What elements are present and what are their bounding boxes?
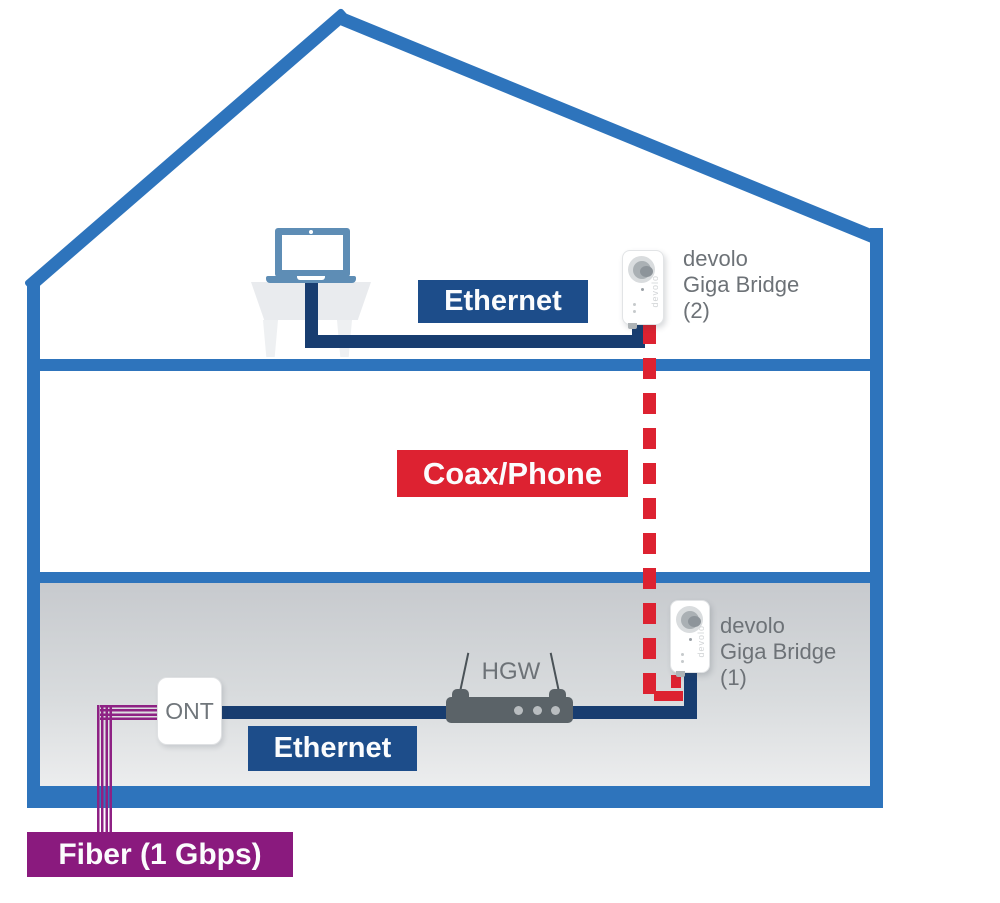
ethernet-label-upper-text: Ethernet: [444, 285, 562, 317]
giga-bridge-1-device: devolo: [670, 600, 710, 677]
ont-box: ONT: [157, 677, 222, 745]
hgw-indicator-dot: [533, 706, 542, 715]
ethernet-cable-upper-drop: [305, 281, 318, 341]
house-roof-right: [338, 12, 881, 245]
laptop-camera-dot: [309, 230, 313, 234]
hgw-indicator-dot: [551, 706, 560, 715]
coax-phone-line: [643, 323, 656, 701]
annotation-line: Giga Bridge: [720, 639, 837, 664]
coax-phone-label: Coax/Phone: [397, 450, 628, 497]
adapter-pin-dot: [689, 638, 692, 641]
giga-bridge-2-annotation: devolo Giga Bridge (2): [683, 246, 799, 324]
fiber-cable-horizontal: [100, 705, 158, 720]
annotation-line: Giga Bridge: [683, 272, 800, 297]
coax-phone-line-elbow: [654, 691, 683, 701]
adapter-led: [633, 310, 636, 313]
power-socket-inner: [680, 610, 701, 629]
ont-label: ONT: [165, 697, 214, 724]
adapter-pin-dot: [641, 288, 644, 291]
annotation-line: (1): [720, 665, 747, 690]
power-socket-recess: [639, 265, 653, 277]
laptop-icon: [275, 228, 350, 277]
adapter-brand-text: devolo: [696, 625, 706, 658]
annotation-line: devolo: [720, 613, 785, 638]
adapter-led: [681, 660, 684, 663]
giga-bridge-2-device: devolo: [622, 250, 664, 329]
adapter-led: [681, 653, 684, 656]
giga-bridge-1-annotation: devolo Giga Bridge (1): [720, 613, 836, 691]
adapter-port-tab: [676, 671, 685, 677]
power-socket-inner: [632, 260, 653, 279]
house-floor-middle-line: [27, 572, 883, 583]
power-socket-recess: [687, 615, 701, 627]
ethernet-label-lower: Ethernet: [248, 726, 417, 771]
power-socket-icon: [628, 256, 655, 283]
annotation-line: devolo: [683, 246, 748, 271]
coax-phone-label-text: Coax/Phone: [422, 455, 603, 491]
coax-phone-line-end: [671, 675, 681, 688]
fiber-cable-vertical: [97, 705, 113, 834]
house-floor-upper-line: [27, 359, 883, 371]
desk-leg-left: [263, 320, 278, 357]
adapter-port-tab: [628, 323, 637, 329]
annotation-line: (2): [683, 298, 710, 323]
ethernet-label-upper: Ethernet: [418, 280, 588, 323]
adapter-brand-text: devolo: [650, 275, 660, 308]
house-wall-right: [870, 228, 883, 808]
house-wall-left: [27, 283, 40, 808]
hgw-label: HGW: [481, 658, 541, 685]
laptop-hinge-notch: [297, 276, 325, 280]
fiber-label: Fiber (1 Gbps): [27, 832, 293, 877]
power-socket-icon: [676, 606, 703, 633]
fiber-label-text: Fiber (1 Gbps): [58, 837, 262, 871]
adapter-led: [633, 303, 636, 306]
hgw-indicator-dot: [514, 706, 523, 715]
ethernet-cable-lower-riser: [684, 669, 697, 713]
ethernet-label-lower-text: Ethernet: [273, 732, 392, 764]
house-base-line: [27, 786, 883, 808]
ethernet-cable-upper-run: [305, 335, 645, 348]
